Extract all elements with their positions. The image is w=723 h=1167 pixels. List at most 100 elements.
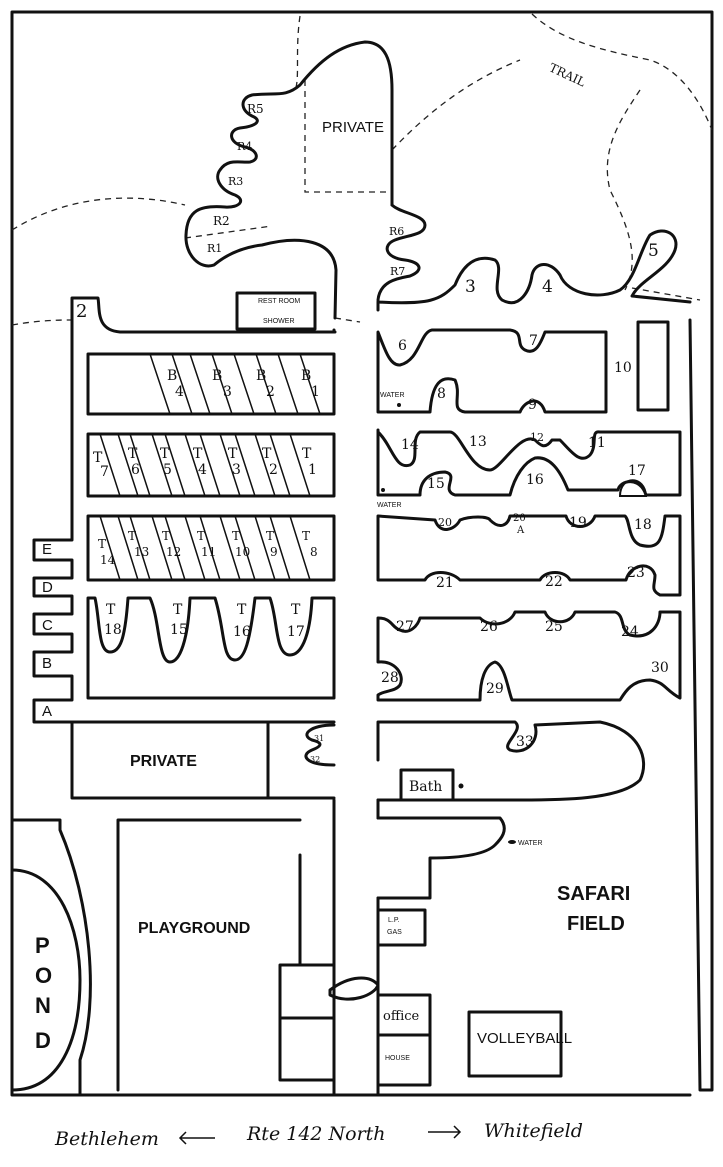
site-label: 32	[310, 755, 320, 764]
site-label: R2	[213, 214, 230, 228]
t-site-letter: T	[93, 450, 103, 466]
t-row2-labels: T 14 T 13 T 12 T 11 T 10 T 9 T 8	[98, 529, 318, 567]
site-label: 30	[651, 660, 669, 676]
t-site-number: 14	[100, 553, 116, 567]
site-17-dome	[618, 479, 648, 497]
t-site-number: 15	[170, 622, 188, 638]
t1-slashes	[99, 433, 311, 497]
trail-path	[11, 13, 713, 326]
t-site-letter: T	[291, 602, 301, 618]
right-block-2	[376, 428, 682, 497]
site-label: 21	[436, 575, 454, 591]
site-label: 11	[588, 435, 606, 451]
water-dot-3	[458, 783, 464, 789]
site-label: R4	[237, 140, 252, 153]
t-site-number: 8	[310, 545, 318, 559]
side-site-labels: E D C B A	[42, 541, 53, 720]
t-site-letter: T	[237, 602, 247, 618]
t-site-number: 18	[104, 622, 122, 638]
r-loop-right	[376, 203, 427, 302]
b-site-labels: B 4 B 3 B 2 B 1	[167, 368, 320, 400]
b-site-number: 1	[311, 384, 320, 400]
site-label: 27	[396, 619, 414, 635]
site-label: 24	[621, 624, 639, 640]
parking-area	[278, 963, 380, 1082]
t-block-3	[86, 596, 336, 700]
site-label: 22	[545, 574, 563, 590]
water-dot-2	[381, 488, 385, 492]
area-label-safari-1: SAFARI	[557, 883, 630, 905]
t-site-letter: T	[173, 602, 183, 618]
site-label: 31	[314, 734, 324, 743]
site-label: 14	[401, 437, 419, 453]
site-label: 29	[486, 681, 504, 697]
t-site-number: 9	[270, 545, 278, 559]
right-site-labels: 6 7 10 8 9 14 13 12 11 15 16 17 20 20 A …	[310, 333, 669, 764]
site-label: R6	[389, 225, 404, 238]
site-31-32	[304, 723, 336, 767]
t2-slashes	[99, 515, 311, 581]
pond-letter: P	[35, 933, 50, 958]
water-dot-4	[508, 840, 516, 844]
t-site-letter: T	[160, 446, 170, 462]
t-site-number: 13	[134, 545, 149, 559]
t-site-letter: T	[106, 602, 116, 618]
right-block-1	[376, 328, 608, 414]
b-site-letter: B	[256, 368, 266, 384]
t-site-letter: T	[302, 446, 312, 462]
b-site-number: 3	[223, 384, 232, 400]
top-road	[70, 229, 692, 334]
t-site-number: 12	[166, 545, 181, 559]
t-site-letter: T	[266, 529, 274, 543]
right-block-3	[376, 514, 682, 597]
central-road	[332, 300, 380, 1097]
t-site-letter: T	[128, 529, 136, 543]
bath-building	[399, 768, 455, 802]
site-label: 28	[381, 670, 399, 686]
trail-label: TRAIL	[547, 61, 588, 90]
lp-office-house	[376, 896, 432, 1097]
t-site-number: 6	[131, 462, 140, 478]
bottom-right-town: Whitefield	[484, 1120, 583, 1142]
t-row1-labels: T 7 T 6 T 5 T 4 T 3 T 2 T 1	[93, 446, 317, 480]
bath-label: Bath	[409, 779, 442, 795]
site-label: 5	[648, 241, 659, 261]
t-site-letter: T	[162, 529, 170, 543]
t-site-number: 5	[163, 462, 172, 478]
t-site-letter: T	[262, 446, 272, 462]
bottom-left-town: Bethlehem	[54, 1128, 159, 1150]
site-label: 25	[545, 619, 563, 635]
t-site-letter: T	[232, 529, 240, 543]
site-label: 2	[76, 301, 87, 322]
t-site-letter: T	[228, 446, 238, 462]
pond-letter: D	[35, 1028, 51, 1053]
t-block-1	[86, 432, 336, 498]
t-site-number: 11	[201, 545, 216, 559]
side-site: A	[42, 703, 52, 720]
area-label-private-mid: PRIVATE	[130, 753, 197, 770]
gas-label: GAS	[387, 929, 402, 936]
site-label: 33	[516, 734, 534, 750]
bottom-route: Rte 142 North	[246, 1123, 386, 1145]
area-label-safari-2: FIELD	[567, 913, 625, 935]
site-label: R3	[228, 175, 243, 188]
t-site-number: 10	[235, 545, 250, 559]
site-label: 23	[627, 565, 645, 581]
t-site-number: 2	[269, 462, 278, 478]
t-site-letter: T	[193, 446, 203, 462]
b-site-letter: B	[212, 368, 222, 384]
b-site-letter: B	[167, 368, 177, 384]
restroom-label: REST ROOM	[258, 298, 300, 305]
site-label: 17	[628, 463, 646, 479]
t-site-letter: T	[98, 537, 106, 551]
b-site-number: 2	[266, 384, 275, 400]
site-label: 3	[465, 277, 476, 297]
area-label-private-top: PRIVATE	[322, 119, 384, 136]
side-site: E	[42, 541, 52, 558]
private-top-boundary	[304, 80, 390, 193]
site-label: 7	[529, 333, 538, 349]
t-site-number: 1	[308, 462, 317, 478]
side-site: B	[42, 655, 52, 672]
restroom-building	[235, 291, 317, 331]
